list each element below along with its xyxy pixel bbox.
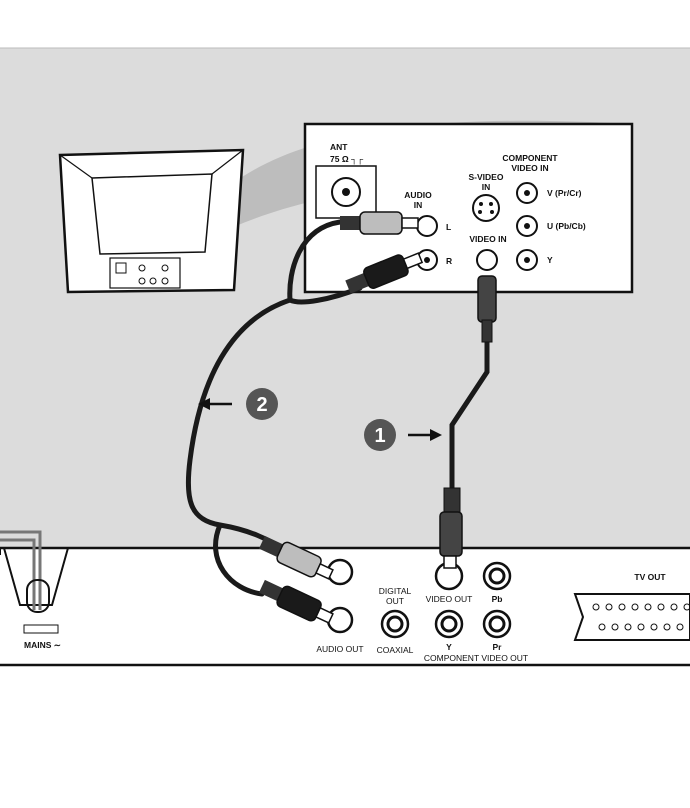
coaxial-label: COAXIAL <box>377 645 414 655</box>
audio-in-label-2: IN <box>414 200 423 210</box>
component-in-label: VIDEO IN <box>511 163 548 173</box>
tv-back <box>58 148 245 294</box>
component-label: COMPONENT <box>502 153 558 163</box>
audio-plug-player-bottom <box>258 579 334 624</box>
tv-connector-panel: ANT 75 Ω ┐┌ AUDIO IN L R S-VIDEO IN VIDE… <box>303 122 634 294</box>
digital-label: DIGITAL <box>379 586 412 596</box>
audio-plug-r <box>345 252 424 294</box>
audio-plug-player-top <box>258 535 334 580</box>
svideo-label: S-VIDEO <box>469 172 504 182</box>
audio-in-l-jack <box>416 215 438 237</box>
player-back-panel: MAINS ∼ AUDIO OUT DIGITAL OUT COAXIAL VI… <box>0 530 690 667</box>
audio-in-label: AUDIO <box>404 190 432 200</box>
coaxial-jack <box>380 609 410 639</box>
pr-label: Pr <box>493 642 503 652</box>
step-1-marker: 1 <box>364 419 442 451</box>
tv-out-label: TV OUT <box>634 572 666 582</box>
video-in-jack <box>476 249 498 271</box>
component-out-label: COMPONENT VIDEO OUT <box>424 653 528 663</box>
video-cable <box>439 275 497 569</box>
u-label: U (Pb/Cb) <box>547 221 586 231</box>
step-2-label: 2 <box>256 394 267 416</box>
v-label: V (Pr/Cr) <box>547 188 582 198</box>
ant-label: ANT <box>330 142 348 152</box>
video-out-label: VIDEO OUT <box>426 594 473 604</box>
video-in-label: VIDEO IN <box>469 234 506 244</box>
scart-connector <box>573 593 690 641</box>
pb-jack <box>482 561 512 591</box>
mains-label: MAINS ∼ <box>24 640 61 650</box>
y-out-label: Y <box>446 642 452 652</box>
audio-r-label: R <box>446 256 452 266</box>
audio-plug-l <box>340 211 419 235</box>
y-label: Y <box>547 255 553 265</box>
svideo-jack <box>472 194 500 222</box>
mains-cord <box>0 530 42 610</box>
pr-jack <box>482 609 512 639</box>
step-1-badge <box>364 419 396 451</box>
step-2-marker: 2 <box>198 388 278 420</box>
pb-label: Pb <box>492 594 503 604</box>
y-jack <box>434 609 464 639</box>
step-2-badge <box>246 388 278 420</box>
svideo-in-label: IN <box>482 182 491 192</box>
step-1-label: 1 <box>374 425 385 447</box>
digital-out-label: OUT <box>386 596 404 606</box>
audio-out-label: AUDIO OUT <box>316 644 363 654</box>
audio-l-label: L <box>446 222 451 232</box>
ant-ohm-label: 75 Ω ┐┌ <box>330 154 364 165</box>
audio-out-jack-bottom <box>326 606 354 634</box>
